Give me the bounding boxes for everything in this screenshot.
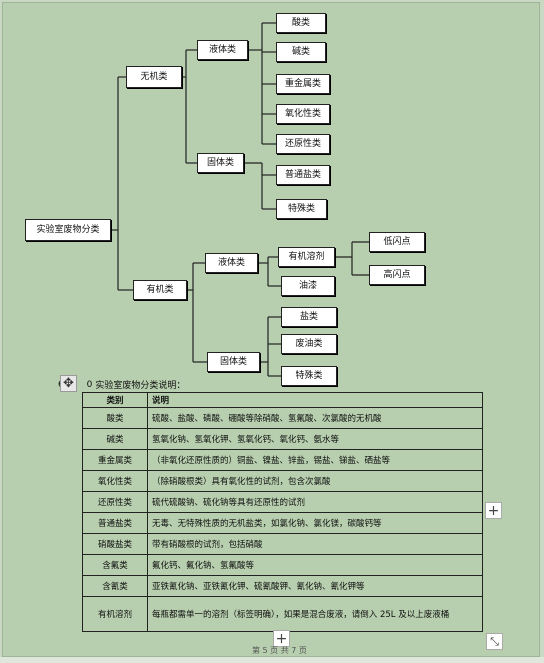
node-low-flash: 低闪点 [369,232,425,252]
table-cell-category: 重金属类 [82,449,148,471]
table-caption: 6. 0 实验室废物分类说明： [58,378,186,392]
table-row: 碱类氢氧化钠、氢氧化钾、氢氧化钙、氧化钙、氨水等 [82,428,483,450]
table-row: 普通盐类无毒、无特殊性质的无机盐类，如氯化钠、氯化镁，碳酸钙等 [82,512,483,534]
node-inorganic: 无机类 [126,66,182,88]
node-common-salt: 普通盐类 [276,165,330,185]
table-cell-description: （除硝酸根类）具有氧化性的试剂，包含次氯酸 [147,470,483,492]
table-row: 有机溶剂每瓶都需单一的溶剂（标签明确），如果是混合废液，请倒入 25L 及以上废… [82,596,483,632]
node-salts: 盐类 [281,307,337,327]
node-inorganic-liquid: 液体类 [197,40,248,60]
page-footer: 第 5 页 共 7 页 [252,646,307,655]
table-row: 氧化性类（除硝酸根类）具有氧化性的试剂，包含次氯酸 [82,470,483,492]
table-cell-category: 含氰类 [82,575,148,597]
resize-icon[interactable]: ⤡ [486,633,503,650]
table-row: 重金属类（非氧化还原性质的）铜盐、镍盐、锌盐，锡盐、锑盐、硒盐等 [82,449,483,471]
table-row: 酸类硫酸、盐酸、磷酸、硼酸等除硝酸、氢氟酸、次氯酸的无机酸 [82,407,483,429]
table-cell-description: 硫酸、盐酸、磷酸、硼酸等除硝酸、氢氟酸、次氯酸的无机酸 [147,407,483,429]
table-header-row: 类别 说明 [82,392,483,408]
table-cell-description: 带有硝酸根的试剂，包括硝酸 [147,533,483,555]
node-organic-liquid: 液体类 [205,253,258,273]
node-special-inorganic: 特殊类 [276,199,327,219]
node-high-flash: 高闪点 [369,265,425,285]
table-cell-category: 氧化性类 [82,470,148,492]
node-acid: 酸类 [276,13,326,33]
table-header-description: 说明 [147,392,483,408]
table-header-category: 类别 [82,392,148,408]
table-row: 还原性类硫代硫酸钠、硫化钠等具有还原性的试剂 [82,491,483,513]
table-cell-category: 还原性类 [82,491,148,513]
table-cell-category: 碱类 [82,428,148,450]
table-cell-category: 含氟类 [82,554,148,576]
node-oxidizing: 氧化性类 [276,104,330,124]
table-cell-description: 每瓶都需单一的溶剂（标签明确），如果是混合废液，请倒入 25L 及以上废液桶 [147,596,483,632]
table-cell-description: 氢氧化钠、氢氧化钾、氢氧化钙、氧化钙、氨水等 [147,428,483,450]
node-inorganic-solid: 固体类 [197,153,244,173]
table-cell-description: （非氧化还原性质的）铜盐、镍盐、锌盐，锡盐、锑盐、硒盐等 [147,449,483,471]
node-reducing: 还原性类 [276,134,330,154]
table-row: 含氟类氟化钙、氟化钠、氢氟酸等 [82,554,483,576]
node-organic-solvent: 有机溶剂 [278,247,335,267]
bottom-bar [0,657,544,663]
classification-table: 类别 说明 酸类硫酸、盐酸、磷酸、硼酸等除硝酸、氢氟酸、次氯酸的无机酸 碱类氢氧… [82,392,483,632]
node-heavy-metal: 重金属类 [276,74,330,94]
table-row: 硝酸盐类带有硝酸根的试剂，包括硝酸 [82,533,483,555]
node-organic-solid: 固体类 [207,352,260,372]
add-row-plus-icon[interactable]: + [273,630,290,647]
node-waste-oil: 废油类 [281,334,337,354]
caption-number: 0 [86,379,93,390]
table-cell-description: 亚铁氰化钠、亚铁氰化钾、硫氰酸钾、氰化钠、氰化钾等 [147,575,483,597]
add-column-plus-icon[interactable]: + [485,502,502,519]
table-cell-category: 普通盐类 [82,512,148,534]
node-alkali: 碱类 [276,42,326,62]
caption-text: 实验室废物分类说明： [95,381,186,391]
table-cell-category: 酸类 [82,407,148,429]
table-cell-category: 有机溶剂 [82,596,148,632]
move-icon[interactable]: ✥ [60,375,77,392]
node-special-organic: 特殊类 [281,366,337,386]
node-root: 实验室废物分类 [25,219,111,241]
table-cell-description: 氟化钙、氟化钠、氢氟酸等 [147,554,483,576]
table-cell-category: 硝酸盐类 [82,533,148,555]
table-cell-description: 无毒、无特殊性质的无机盐类，如氯化钠、氯化镁，碳酸钙等 [147,512,483,534]
table-cell-description: 硫代硫酸钠、硫化钠等具有还原性的试剂 [147,491,483,513]
node-organic: 有机类 [133,280,187,300]
table-row: 含氰类亚铁氰化钠、亚铁氰化钾、硫氰酸钾、氰化钠、氰化钾等 [82,575,483,597]
node-paint: 油漆 [281,276,335,296]
